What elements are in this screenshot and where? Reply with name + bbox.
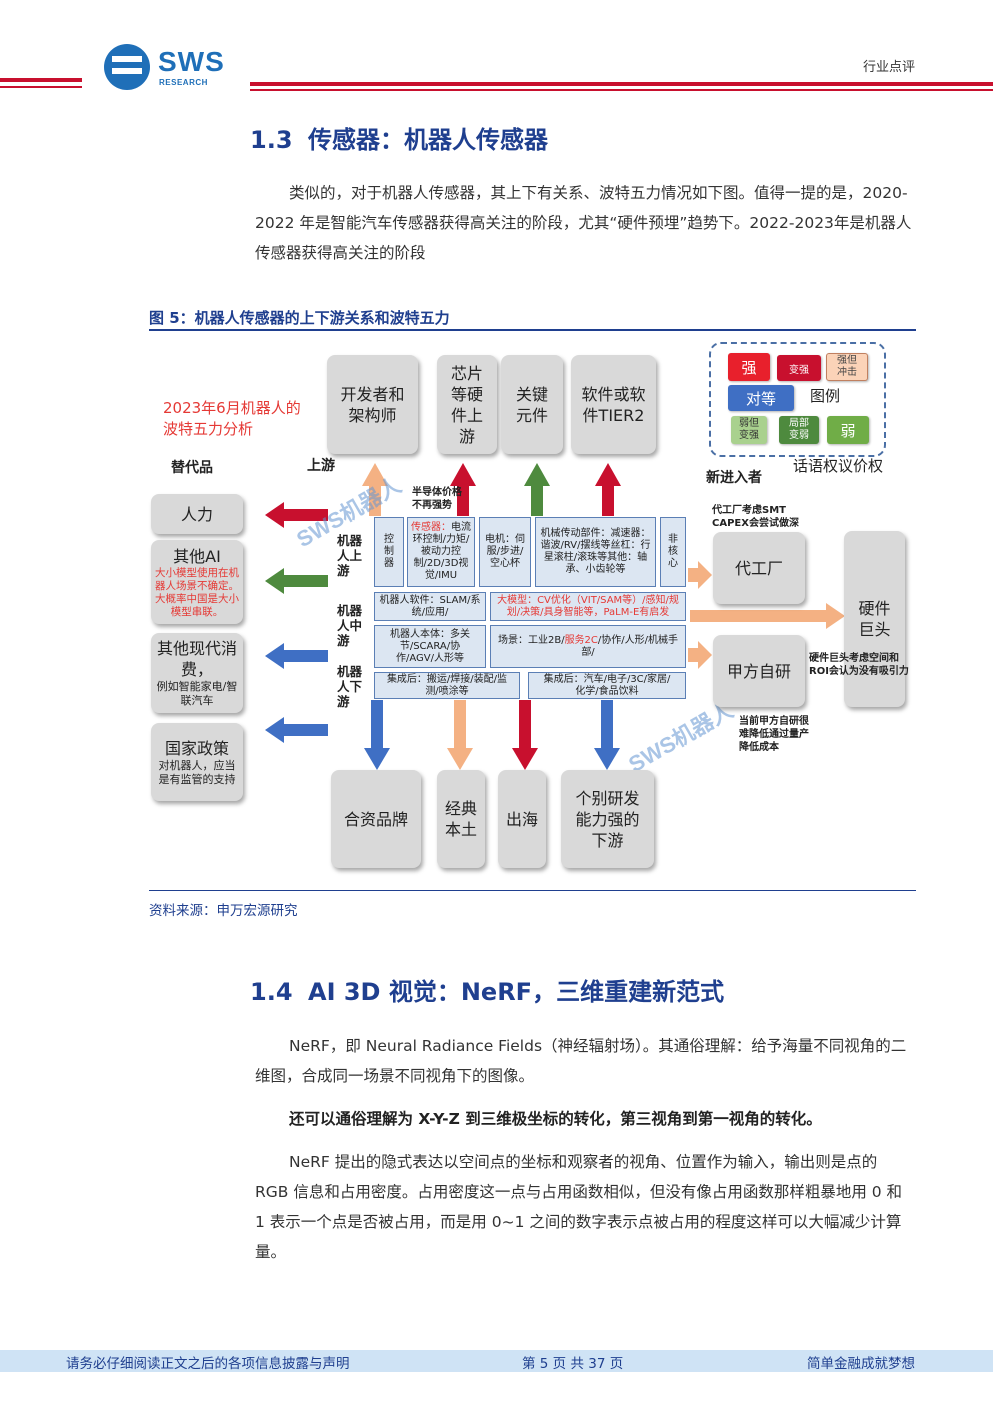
upstream-label: 上游 xyxy=(307,458,335,474)
section-heading-1-4: 1.4 AI 3D 视觉：NeRF，三维重建新范式 xyxy=(250,972,724,1007)
legend-panel xyxy=(709,342,886,457)
row-label-downstream: 机器人下游 xyxy=(337,664,363,709)
header-rule-right xyxy=(250,82,993,91)
section-number: 1.4 xyxy=(250,978,293,1006)
legend-equal: 对等 xyxy=(728,385,794,411)
arrow-up-red-1 xyxy=(450,463,476,516)
upstream-key-components: 关键元件 xyxy=(501,355,563,454)
header-rule-left xyxy=(0,78,82,88)
substitute-labor: 人力 xyxy=(151,494,243,534)
logo-subtext: RESEARCH xyxy=(159,78,208,87)
arrow-right-orange-3 xyxy=(688,641,712,669)
footer-disclaimer: 请务必仔细阅读正文之后的各项信息披露与声明 xyxy=(66,1356,350,1372)
substitute-policy: 国家政策 对机器人，应当是有监管的支持 xyxy=(151,723,243,801)
cell-sensor: 传感器：电流环控制/力矩/被动力控制/2D/3D视觉/IMU xyxy=(407,517,475,587)
cell-integration-1: 集成后：搬运/焊接/装配/监测/喷涂等 xyxy=(374,672,520,699)
legend-local-weaker: 局部变弱 xyxy=(779,416,819,444)
logo-mark-icon xyxy=(104,44,150,90)
substitute-policy-note: 对机器人，应当是有监管的支持 xyxy=(158,758,236,786)
arrow-up-red-2 xyxy=(595,463,621,516)
arrow-left-blue-1 xyxy=(265,643,328,669)
legend-title: 图例 xyxy=(810,387,841,405)
cell-robot-body: 机器人本体：多关节/SCARA/协作/AGV/人形等 xyxy=(374,625,486,668)
section-title: AI 3D 视觉：NeRF，三维重建新范式 xyxy=(308,978,725,1006)
substitute-other-ai: 其他AI 大小模型使用在机器人场景不确定。大概率中国是大小模型串联。 xyxy=(151,540,243,624)
figure-bottom-rule xyxy=(149,890,916,891)
upstream-developers: 开发者和架构师 xyxy=(327,355,418,454)
arrow-right-orange-1 xyxy=(688,561,712,589)
section-1-4-paragraph-2: 还可以通俗理解为 X-Y-Z 到三维极坐标的转化，第三视角到第一视角的转化。 xyxy=(289,1110,822,1128)
logo-text: SWS xyxy=(158,46,225,77)
cell-motor: 电机：伺服/步进/空心杯 xyxy=(479,517,531,587)
cell-scenarios-prefix: 场景：工业2B/ xyxy=(497,634,565,646)
row-label-midstream: 机器人中游 xyxy=(337,603,363,648)
report-type-tag: 行业点评 xyxy=(862,60,915,75)
figure-source: 资料来源：申万宏源研究 xyxy=(149,903,298,919)
legend-strong: 强 xyxy=(728,353,770,381)
arrow-left-green xyxy=(265,568,328,594)
arrow-left-blue-2 xyxy=(265,717,328,743)
substitute-consumer: 其他现代消费， 例如智能家电/智联汽车 xyxy=(151,633,243,713)
self-developed-note: 当前甲方自研很难降低通过量产降低成本 xyxy=(739,716,809,753)
section-title: 传感器：机器人传感器 xyxy=(308,126,548,154)
cell-sensor-prefix: 传感器： xyxy=(411,522,451,533)
entrant-hardware-giants: 硬件巨头 xyxy=(844,531,905,707)
cell-scenarios-text: /协作/人形/机械手部/ xyxy=(581,634,679,658)
substitute-other-ai-note: 大小模型使用在机器人场景不确定。大概率中国是大小模型串联。 xyxy=(155,566,239,618)
cell-sensor-text: 电流环控制/力矩/被动力控制/2D/3D视觉/IMU xyxy=(412,522,471,581)
arrow-down-blue-1 xyxy=(364,700,390,770)
analysis-title: 2023年6月机器人的 波特五力分析 xyxy=(163,398,301,440)
cell-scenarios-highlight: 服务2C xyxy=(564,634,598,646)
sws-logo: SWS RESEARCH xyxy=(104,44,234,92)
substitute-other-ai-title: 其他AI xyxy=(173,546,221,566)
entrant-self-developed: 甲方自研 xyxy=(713,635,805,707)
cell-noncore: 非核心 xyxy=(660,517,686,587)
analysis-title-line-2: 波特五力分析 xyxy=(163,420,254,438)
downstream-overseas: 出海 xyxy=(498,770,546,868)
upstream-software: 软件或软件TIER2 xyxy=(571,355,656,454)
footer-page-number: 第 5 页 共 37 页 xyxy=(522,1356,624,1372)
arrow-up-orange xyxy=(362,463,388,516)
cell-integration-2: 集成后：汽车/电子/3C/家居/化学/食品饮料 xyxy=(528,672,686,699)
substitute-consumer-note: 例如智能家电/智联汽车 xyxy=(156,680,238,707)
section-1-3-paragraph: 类似的，对于机器人传感器，其上下有关系、波特五力情况如下图。值得一提的是，202… xyxy=(255,184,912,262)
downstream-strong-rd: 个别研发能力强的下游 xyxy=(561,770,654,868)
legend-weak: 弱 xyxy=(827,416,869,444)
oem-note: 代工厂考虑SMT CAPEX会尝试做深 xyxy=(712,505,799,529)
section-number: 1.3 xyxy=(250,126,293,154)
arrow-down-blue-2 xyxy=(594,700,620,770)
cell-controller: 控制器 xyxy=(374,517,404,587)
downstream-local-classic: 经典本土 xyxy=(437,770,485,868)
upstream-chips: 芯片等硬件上游 xyxy=(437,355,497,454)
new-entrants-label: 新进入者 xyxy=(706,470,762,486)
legend-stronger: 变强 xyxy=(777,355,821,381)
section-1-4-paragraph-1: NeRF，即 Neural Radiance Fields（神经辐射场）。其通俗… xyxy=(255,1037,907,1085)
legend-strong-impact: 强但冲击 xyxy=(826,353,868,381)
substitute-consumer-title: 其他现代消费， xyxy=(156,639,237,679)
figure-title: 图 5：机器人传感器的上下游关系和波特五力 xyxy=(149,309,450,327)
substitutes-label: 替代品 xyxy=(171,460,213,476)
legend-weak-stronger: 弱但变强 xyxy=(731,416,767,444)
section-heading-1-3: 1.3 传感器：机器人传感器 xyxy=(250,120,548,155)
row-label-upstream: 机器人上游 xyxy=(337,533,363,578)
entrant-oem: 代工厂 xyxy=(713,532,805,604)
arrow-down-orange xyxy=(447,700,473,770)
cell-scenarios: 场景：工业2B/服务2C/协作/人形/机械手部/ xyxy=(490,625,686,668)
cell-large-model: 大模型：CV优化（VIT/SAM等）/感知/规划/决策/具身智能等，PaLM-E… xyxy=(490,592,686,621)
arrow-left-red xyxy=(265,502,328,528)
arrow-down-red xyxy=(512,700,538,770)
semiconductor-note: 半导体价格不再强势 xyxy=(412,487,462,511)
section-1-4-paragraph-3: NeRF 提出的隐式表达以空间点的坐标和观察者的视角、位置作为输入，输出则是点的… xyxy=(255,1153,903,1261)
arrow-right-orange-2 xyxy=(690,603,845,629)
downstream-jv-brands: 合资品牌 xyxy=(331,770,421,868)
cell-robot-software: 机器人软件：SLAM/系统/应用/ xyxy=(374,592,486,621)
bargaining-power-label: 话语权议价权 xyxy=(793,457,884,475)
footer-slogan: 简单金融成就梦想 xyxy=(807,1356,915,1372)
substitute-policy-title: 国家政策 xyxy=(164,738,229,758)
arrow-up-green xyxy=(524,463,550,516)
cell-mechanical: 机械传动部件：减速器：谐波/RV/摆线等丝杠：行星滚柱/滚珠等其他：轴承、小齿轮… xyxy=(535,517,656,587)
footer-bar xyxy=(0,1350,993,1372)
figure-top-rule xyxy=(149,329,916,331)
analysis-title-line-1: 2023年6月机器人的 xyxy=(163,399,301,417)
